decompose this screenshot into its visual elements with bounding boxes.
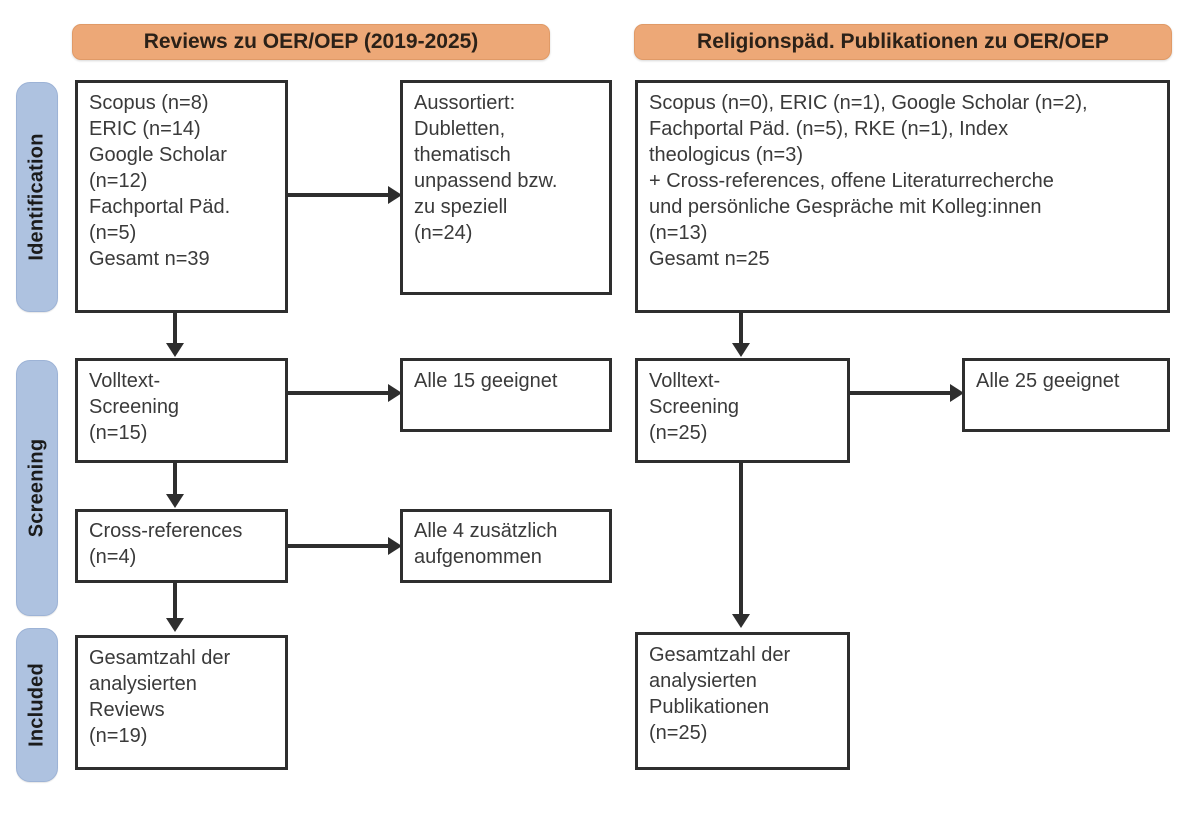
column-header-religionspaed-label: Religionspäd. Publikationen zu OER/OEP [697,30,1109,53]
connector-right-fulltext-to-total [739,463,743,615]
box-left-all-eligible: Alle 15 geeignet [400,358,612,432]
stage-pill-screening: Screening [16,360,58,616]
stage-pill-identification: Identification [16,82,58,312]
box-left-excluded: Aussortiert: Dubletten, thematisch unpas… [400,80,612,295]
arrowhead-left-sources-to-excluded [388,186,402,204]
box-left-fulltext-screening-text: Volltext- Screening (n=15) [89,370,180,444]
box-left-total: Gesamtzahl der analysierten Reviews (n=1… [75,635,288,770]
box-left-excluded-text: Aussortiert: Dubletten, thematisch unpas… [414,92,558,244]
box-right-all-eligible: Alle 25 geeignet [962,358,1170,432]
box-right-total: Gesamtzahl der analysierten Publikatione… [635,632,850,770]
connector-left-crossrefs-to-added [288,544,389,548]
box-left-fulltext-screening: Volltext- Screening (n=15) [75,358,288,463]
box-left-sources: Scopus (n=8) ERIC (n=14) Google Scholar … [75,80,288,313]
box-left-crossrefs: Cross-references (n=4) [75,509,288,583]
connector-left-fulltext-to-crossrefs [173,463,177,495]
arrowhead-right-sources-to-fulltext [732,343,750,357]
box-right-sources-text: Scopus (n=0), ERIC (n=1), Google Scholar… [649,92,1088,270]
arrowhead-right-fulltext-to-eligible [950,384,964,402]
arrowhead-left-sources-to-fulltext [166,343,184,357]
connector-left-sources-to-fulltext [173,313,177,344]
stage-label-identification: Identification [25,133,48,261]
arrowhead-left-fulltext-to-eligible [388,384,402,402]
connector-left-fulltext-to-eligible [288,391,389,395]
box-left-crossrefs-text: Cross-references (n=4) [89,520,243,568]
arrowhead-left-crossrefs-to-added [388,537,402,555]
box-left-all-added: Alle 4 zusätzlich aufgenommen [400,509,612,583]
box-right-all-eligible-text: Alle 25 geeignet [976,370,1120,392]
arrowhead-left-crossrefs-to-total [166,618,184,632]
arrowhead-left-fulltext-to-crossrefs [166,494,184,508]
connector-left-sources-to-excluded [288,193,389,197]
connector-right-fulltext-to-eligible [850,391,951,395]
column-header-religionspaed: Religionspäd. Publikationen zu OER/OEP [634,24,1172,60]
column-header-reviews-label: Reviews zu OER/OEP (2019-2025) [143,30,479,53]
box-right-fulltext-screening: Volltext- Screening (n=25) [635,358,850,463]
arrowhead-right-fulltext-to-total [732,614,750,628]
box-right-sources: Scopus (n=0), ERIC (n=1), Google Scholar… [635,80,1170,313]
box-left-all-added-text: Alle 4 zusätzlich aufgenommen [414,520,558,568]
stage-label-screening: Screening [25,438,48,538]
box-right-total-text: Gesamtzahl der analysierten Publikatione… [649,644,791,744]
stage-label-included: Included [25,663,48,747]
box-left-sources-text: Scopus (n=8) ERIC (n=14) Google Scholar … [89,92,231,270]
box-right-fulltext-screening-text: Volltext- Screening (n=25) [649,370,740,444]
connector-right-sources-to-fulltext [739,313,743,344]
stage-pill-included: Included [16,628,58,782]
column-header-reviews: Reviews zu OER/OEP (2019-2025) [72,24,550,60]
box-left-total-text: Gesamtzahl der analysierten Reviews (n=1… [89,647,231,747]
box-left-all-eligible-text: Alle 15 geeignet [414,370,558,392]
connector-left-crossrefs-to-total [173,583,177,619]
